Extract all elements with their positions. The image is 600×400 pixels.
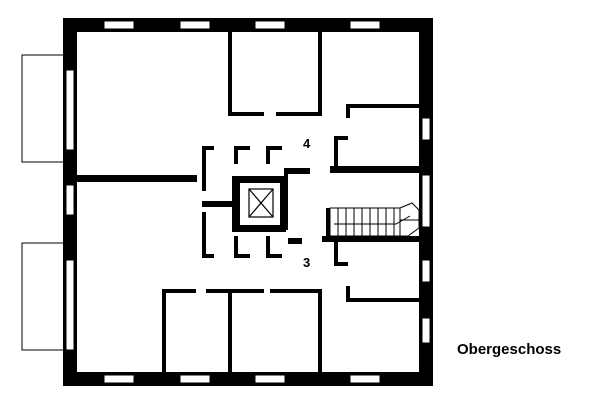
window-bottom-3 xyxy=(254,374,286,384)
east-stair-top xyxy=(326,208,330,236)
wall-top-room-bottom-b xyxy=(276,112,322,116)
window-bottom-4 xyxy=(349,374,381,384)
window-bottom-1 xyxy=(103,374,135,384)
stair-arrow xyxy=(334,215,411,225)
wall-core-v1-lower xyxy=(234,236,238,258)
window-top-3 xyxy=(254,20,286,30)
wall-bottom-room-top-c xyxy=(230,289,264,293)
east-lower-room-jog xyxy=(334,262,348,266)
outer-wall-top xyxy=(63,18,433,32)
east-lower-room-left-b xyxy=(346,286,350,302)
wall-core-top-a xyxy=(202,146,214,150)
unit-label-3: 3 xyxy=(303,255,310,270)
balcony-lower xyxy=(21,242,63,351)
unit-label-4: 4 xyxy=(303,136,311,151)
elevator-cross-2 xyxy=(248,188,274,218)
wall-bottom-room-left xyxy=(162,289,166,372)
window-left-1 xyxy=(65,69,75,151)
wall-left-unit-divider xyxy=(77,175,197,182)
window-top-4 xyxy=(349,20,381,30)
east-lower-room-left-a xyxy=(334,242,338,264)
balconies xyxy=(21,54,63,351)
wall-core-left-lower xyxy=(202,212,206,258)
wall-bottom-room-mid xyxy=(228,289,232,372)
east-upper-room-top xyxy=(346,104,419,108)
elevator-core xyxy=(232,176,286,232)
window-left-2 xyxy=(65,184,75,216)
wall-core-corridor-lower xyxy=(288,238,302,244)
east-upper-room-left-b xyxy=(334,136,338,166)
window-right-3 xyxy=(421,259,431,283)
staircase xyxy=(329,202,420,237)
wall-top-room-left xyxy=(228,32,232,116)
window-left-3 xyxy=(65,259,75,351)
wall-core-v2-upper xyxy=(266,146,270,164)
wall-core-link-left xyxy=(202,201,232,207)
window-bottom-2 xyxy=(179,374,211,384)
wall-core-v2-lower xyxy=(266,236,270,258)
balcony-upper xyxy=(21,54,63,163)
east-upper-corridor xyxy=(330,166,419,173)
window-top-1 xyxy=(103,20,135,30)
wall-top-room-right xyxy=(318,32,322,116)
window-right-4 xyxy=(421,317,431,344)
floor-caption: Obergeschoss xyxy=(457,341,562,358)
wall-top-room-bottom-a xyxy=(228,112,264,116)
east-upper-room-jog xyxy=(334,136,348,140)
wall-core-v1-upper xyxy=(234,146,238,164)
wall-bottom-room-top-b xyxy=(206,289,228,293)
outer-wall-bottom xyxy=(63,372,433,386)
wall-core-bottom-b xyxy=(234,254,250,258)
window-right-2 xyxy=(421,174,431,228)
stair-outline xyxy=(329,207,401,237)
stair-landing xyxy=(399,202,420,237)
east-upper-room-left-a xyxy=(346,104,350,118)
wall-bottom-room-right xyxy=(318,289,322,372)
windows xyxy=(65,20,431,384)
wall-core-bottom-a xyxy=(202,254,214,258)
east-unit-walls xyxy=(322,104,419,302)
wall-core-left-upper xyxy=(202,146,206,191)
wall-bottom-room-top-d xyxy=(270,289,322,293)
window-right-1 xyxy=(421,117,431,141)
east-lower-corridor xyxy=(322,236,419,242)
wall-core-top-c xyxy=(266,146,282,150)
wall-bottom-room-top-a xyxy=(162,289,196,293)
wall-core-top-b xyxy=(234,146,250,150)
wall-core-corridor-upper xyxy=(288,168,310,174)
wall-core-bottom-c xyxy=(266,254,282,258)
east-lower-room-bottom xyxy=(346,298,419,302)
window-top-2 xyxy=(179,20,211,30)
